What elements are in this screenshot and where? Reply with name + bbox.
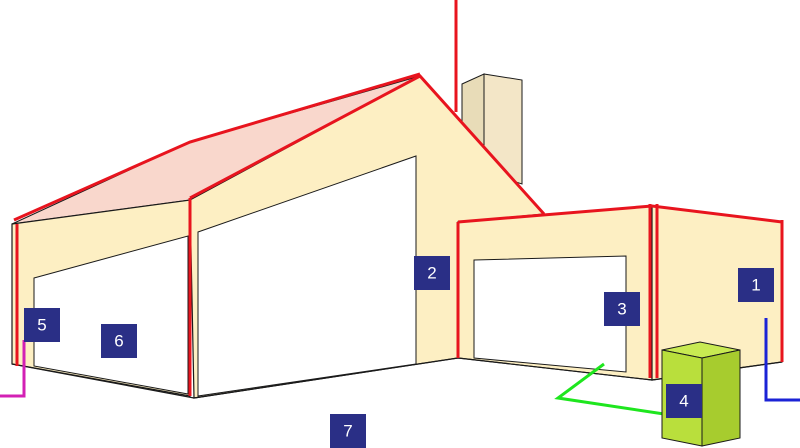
label-2: 2 [414,256,450,290]
label-5: 5 [24,308,60,342]
garage-door-3 [473,255,627,373]
svg-text:7: 7 [343,422,352,441]
svg-text:3: 3 [617,300,626,319]
label-4: 4 [666,384,702,418]
svg-text:1: 1 [751,276,760,295]
label-3: 3 [604,292,640,326]
label-6: 6 [101,324,137,358]
unit-4-side [701,349,741,447]
magenta-line [0,340,26,398]
label-1: 1 [738,268,774,302]
label-7: 7 [330,414,366,448]
svg-text:4: 4 [679,392,688,411]
blue-line [764,318,800,402]
svg-text:5: 5 [37,316,46,335]
svg-text:6: 6 [114,332,123,351]
red-highlight-lines [13,0,784,396]
green-line [554,362,665,416]
svg-text:2: 2 [427,264,436,283]
